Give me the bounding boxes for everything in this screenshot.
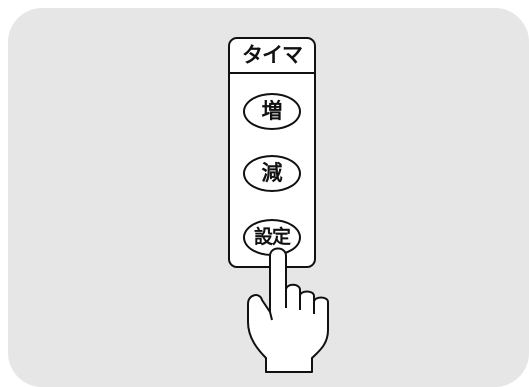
decrease-button[interactable]: 減 bbox=[243, 155, 301, 192]
increase-button[interactable]: 増 bbox=[243, 93, 301, 130]
timer-panel-title: タイマ bbox=[230, 39, 314, 74]
